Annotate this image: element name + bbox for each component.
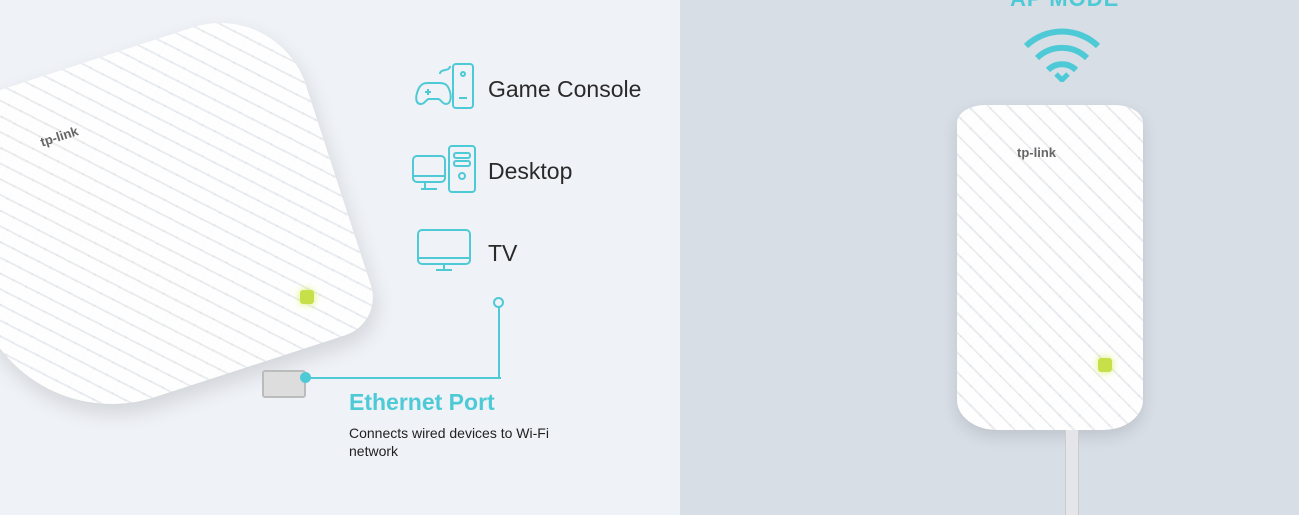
game-console-icon [415,63,474,109]
desktop-icon [412,145,476,193]
ap-mode-title: AP MODE [1010,0,1119,12]
left-panel: tp-link Game Console Desktop TV Ethernet… [0,0,642,459]
range-extender-ap-image: tp-link [957,105,1143,430]
tp-link-logo-right: tp-link [1017,145,1056,160]
range-extender-image: tp-link [0,0,384,441]
connector-dot [493,297,504,308]
wifi-icon [1023,28,1101,82]
ethernet-port-image [262,370,306,398]
connector-line-horizontal [305,377,501,379]
right-panel: AP MODE tp-link [680,0,1299,515]
ethernet-port-description: Connects wired devices to Wi-Fi network [349,425,549,459]
port-marker [300,372,311,383]
device-label-game-console: Game Console [488,76,642,102]
tv-icon [417,229,471,271]
power-cable [1065,430,1079,515]
status-led-right [1098,358,1112,372]
tp-link-logo: tp-link [38,123,81,150]
device-label-desktop: Desktop [488,158,573,184]
status-led [300,290,314,304]
connector-line [498,306,500,379]
ethernet-port-title: Ethernet Port [349,389,495,415]
device-label-tv: TV [488,240,518,266]
